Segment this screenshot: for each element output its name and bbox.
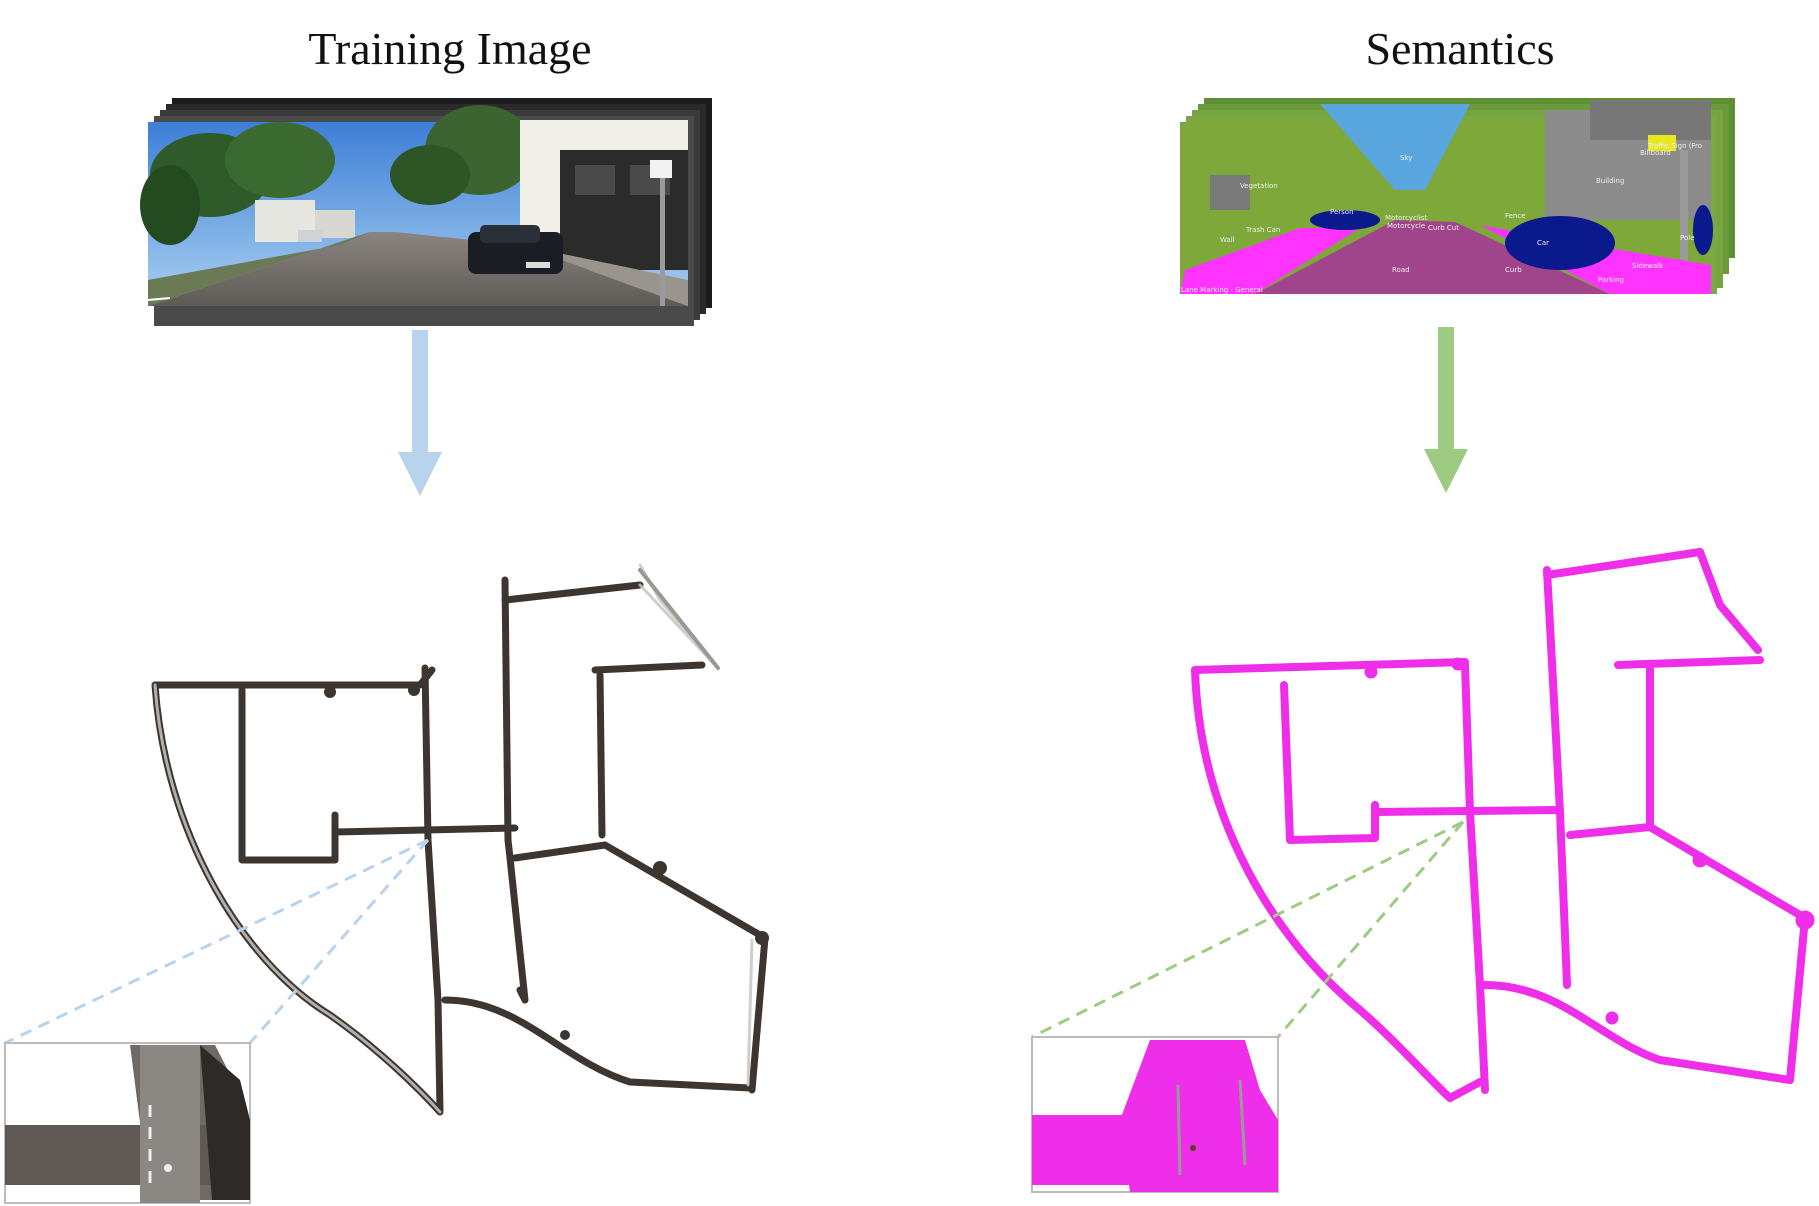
sem-label-pole: Pole (1680, 234, 1695, 242)
sem-label-trash-can: Trash Can (1245, 226, 1280, 234)
semantic-image-stack: Sky Vegetation Building Traffic Sign (Fr… (1180, 98, 1735, 294)
sem-label-curb-cut: Curb Cut (1428, 224, 1459, 232)
rgb-zoom-inset (4, 1042, 251, 1204)
sem-label-lane-marking: Lane Marking - General (1181, 286, 1263, 294)
sem-label-traffic-sign: Traffic Sign (Fro (1647, 142, 1702, 150)
semantic-street-map (1191, 548, 1815, 1102)
sem-label-parking: Parking (1598, 276, 1624, 284)
semantic-image: Sky Vegetation Building Traffic Sign (Fr… (1180, 100, 1713, 294)
sem-label-road: Road (1392, 266, 1410, 274)
title-training-image: Training Image (308, 23, 592, 74)
sem-label-person: Person (1330, 208, 1354, 216)
sem-label-motorcyclist: Motorcyclist (1385, 214, 1427, 222)
sem-label-fence: Fence (1505, 212, 1526, 220)
sem-label-motorcycle: Motorcycle (1387, 222, 1425, 230)
sem-label-vegetation: Vegetation (1240, 182, 1278, 190)
semantic-zoom-inset (1031, 1036, 1279, 1193)
sem-label-sidewalk: Sidewalk (1632, 262, 1664, 270)
arrow-down-right (1424, 327, 1468, 493)
sem-label-curb: Curb (1505, 266, 1522, 274)
training-image-photo (140, 105, 688, 306)
training-image-stack (140, 98, 712, 326)
sem-label-building: Building (1596, 177, 1624, 185)
zoom-leader-right (1031, 820, 1465, 1039)
sem-label-sky: Sky (1400, 154, 1412, 162)
sem-label-billboard: Billboard (1640, 149, 1671, 157)
sem-label-wall: Wall (1220, 236, 1235, 244)
title-semantics: Semantics (1365, 23, 1555, 74)
sem-label-car: Car (1537, 239, 1549, 247)
zoom-leader-left (4, 838, 430, 1045)
rgb-street-map (151, 563, 769, 1116)
arrow-down-left (398, 330, 442, 496)
